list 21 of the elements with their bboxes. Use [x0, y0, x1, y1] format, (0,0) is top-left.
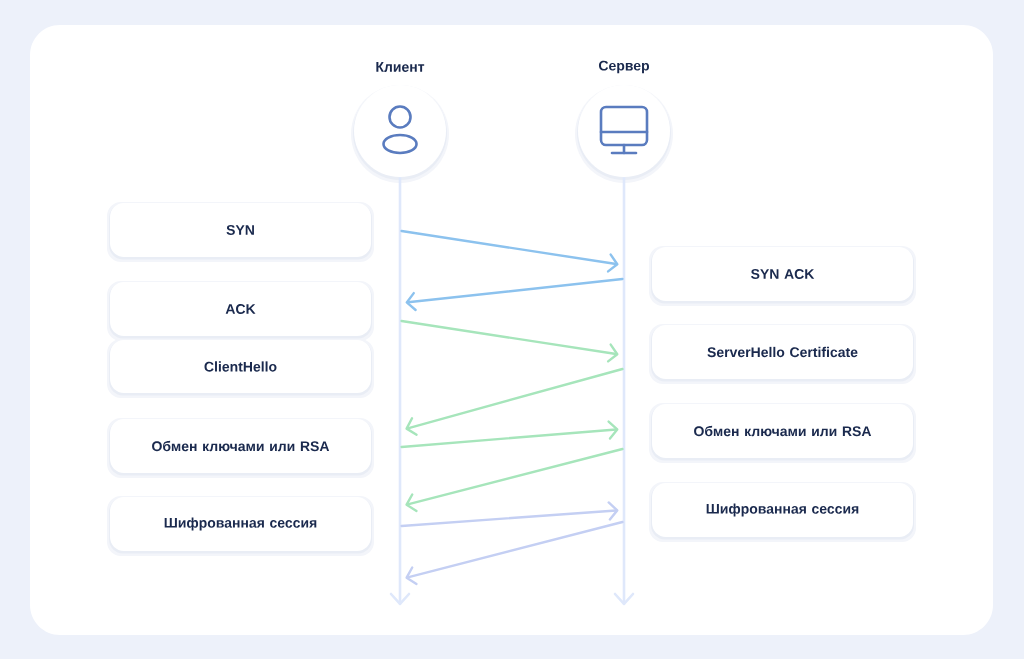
message-box: SYN	[107, 202, 374, 262]
participant-label: Клиент	[376, 62, 425, 72]
message-box: Обмен ключами или RSA	[649, 403, 916, 463]
arrow	[400, 501, 619, 528]
arrow	[400, 319, 619, 363]
lifeline	[613, 177, 635, 606]
arrow	[405, 367, 624, 436]
lifeline	[389, 177, 411, 606]
message-box: ClientHello	[107, 339, 374, 398]
arrow	[400, 420, 619, 449]
arrow	[405, 520, 624, 586]
message-box: ACK	[107, 281, 374, 341]
message-box: Шифрованная сессия	[107, 496, 374, 556]
message-box: Обмен ключами или RSA	[107, 418, 374, 478]
arrow	[405, 447, 624, 513]
message-box: Шифрованная сессия	[649, 482, 916, 542]
arrow	[405, 277, 624, 312]
arrow	[400, 229, 619, 273]
participant-label: Сервер	[598, 60, 650, 74]
message-box: SYN ACK	[649, 246, 916, 306]
message-box: ServerHello Certificate	[649, 324, 916, 384]
